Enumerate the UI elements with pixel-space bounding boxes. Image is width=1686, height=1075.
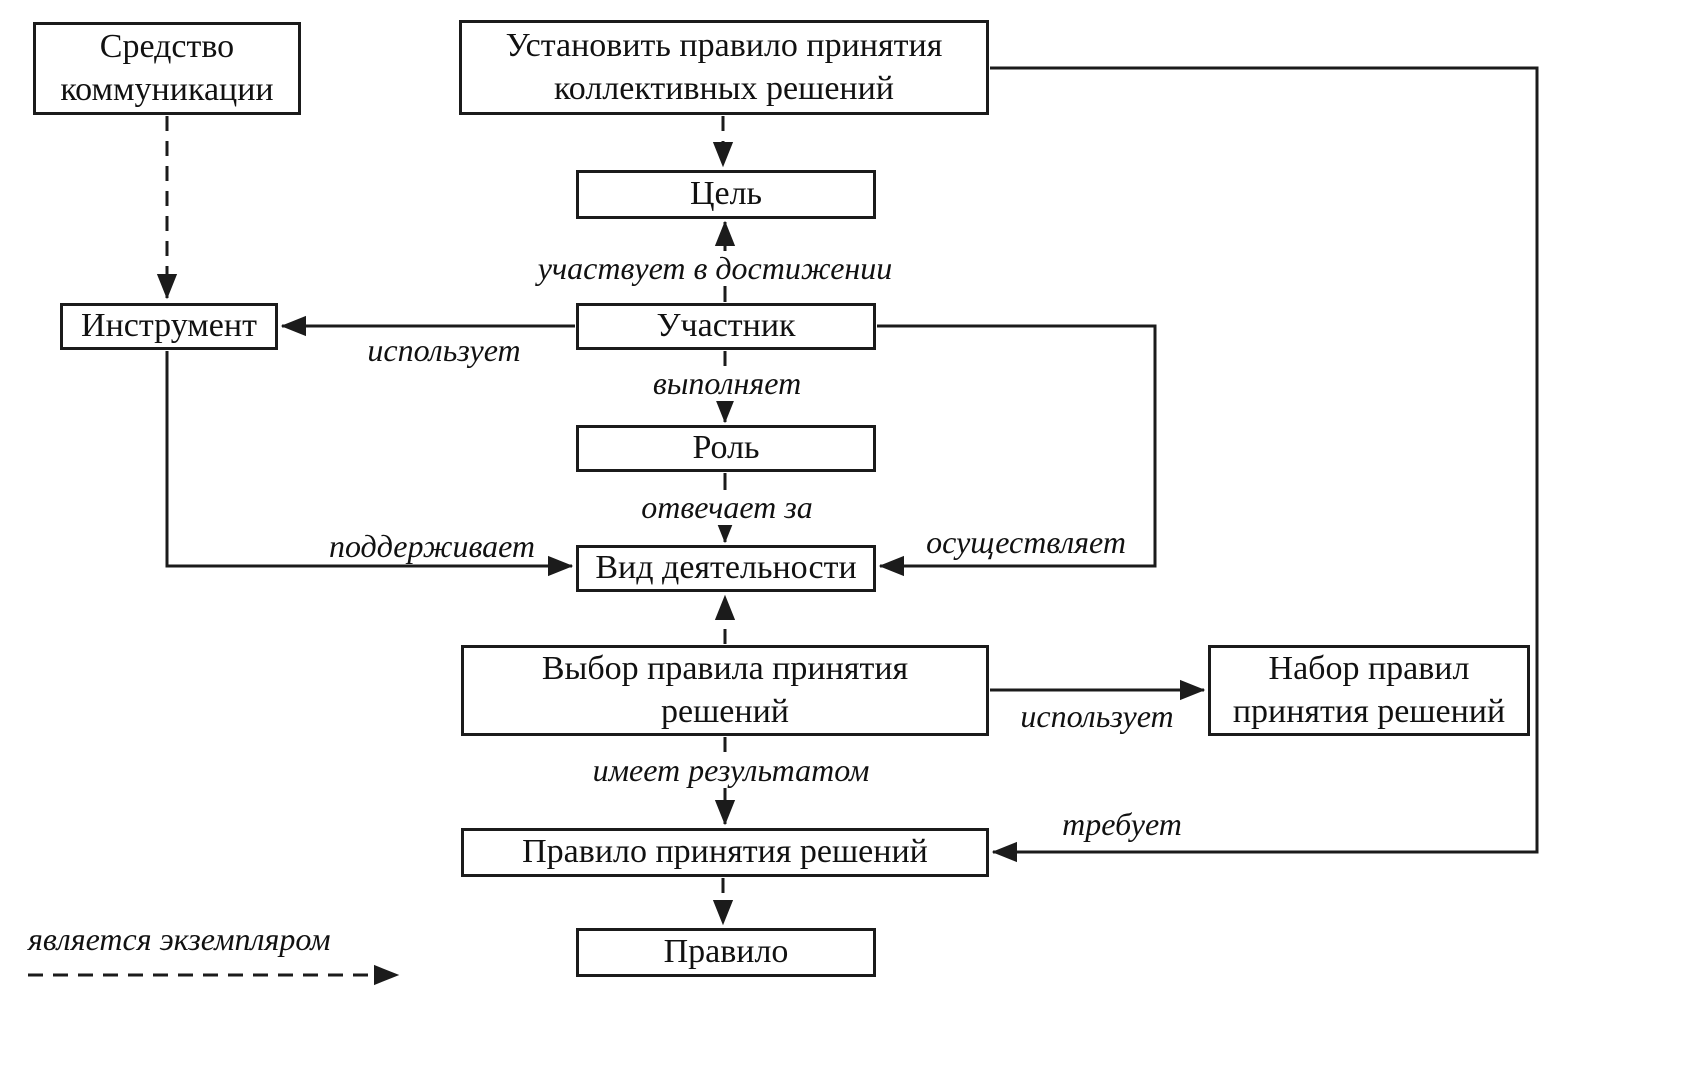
node-communication-medium: Средство коммуникации — [33, 22, 301, 115]
node-label: Инструмент — [81, 307, 257, 345]
node-instrument: Инструмент — [60, 303, 278, 350]
edge-label-responsible-for: отвечает за — [635, 489, 819, 526]
node-establish-collective-rule: Установить правило принятия коллективных… — [459, 20, 989, 115]
node-label: Правило — [663, 933, 789, 971]
node-label: Роль — [692, 429, 760, 467]
node-rule-choice: Выбор правила принятия решений — [461, 645, 989, 736]
node-label: Набор правил принятия решений — [1232, 649, 1506, 730]
edge-label-participates: участвует в достижении — [531, 250, 899, 287]
node-role: Роль — [576, 425, 876, 472]
node-rule: Правило — [576, 928, 876, 977]
node-label: Средство коммуникации — [60, 27, 274, 108]
node-rule-set: Набор правил принятия решений — [1208, 645, 1530, 736]
edge-label-carries-out: осуществляет — [920, 524, 1132, 561]
node-activity-type: Вид деятельности — [576, 545, 876, 592]
node-label: Выбор правила принятия решений — [541, 649, 909, 730]
node-label: Цель — [689, 175, 763, 213]
node-label: Участник — [656, 307, 796, 345]
node-decision-rule: Правило принятия решений — [461, 828, 989, 877]
edge-label-uses-ruleset: использует — [1014, 698, 1180, 735]
node-label: Правило принятия решений — [522, 833, 928, 871]
edge-label-supports: поддерживает — [322, 528, 542, 565]
node-label: Вид деятельности — [595, 549, 857, 587]
node-participant: Участник — [576, 303, 876, 350]
edge-label-uses-instrument: использует — [361, 332, 527, 369]
node-goal: Цель — [576, 170, 876, 219]
edge-label-performs: выполняет — [646, 365, 808, 402]
node-label: Установить правило принятия коллективных… — [505, 26, 943, 107]
legend-instance-label: является экземпляром — [28, 921, 331, 957]
edge-label-requires: требует — [1056, 806, 1188, 843]
edge-label-has-result: имеет результатом — [586, 752, 876, 789]
